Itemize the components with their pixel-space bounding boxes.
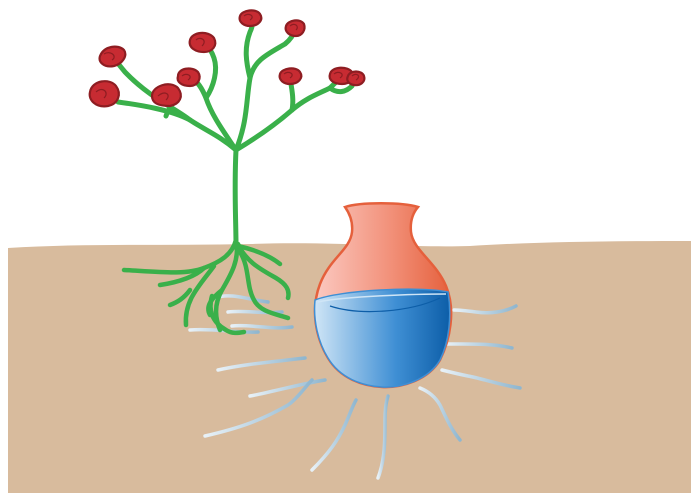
flower-icon (152, 84, 181, 106)
flower-icon (280, 68, 302, 84)
flower-icon (90, 81, 119, 106)
flower-icon (100, 47, 126, 67)
main-stem (235, 150, 236, 246)
flower-icon (286, 20, 305, 36)
flower-icon (178, 69, 200, 86)
flower-icon (240, 10, 262, 26)
flower-icon (190, 33, 216, 52)
